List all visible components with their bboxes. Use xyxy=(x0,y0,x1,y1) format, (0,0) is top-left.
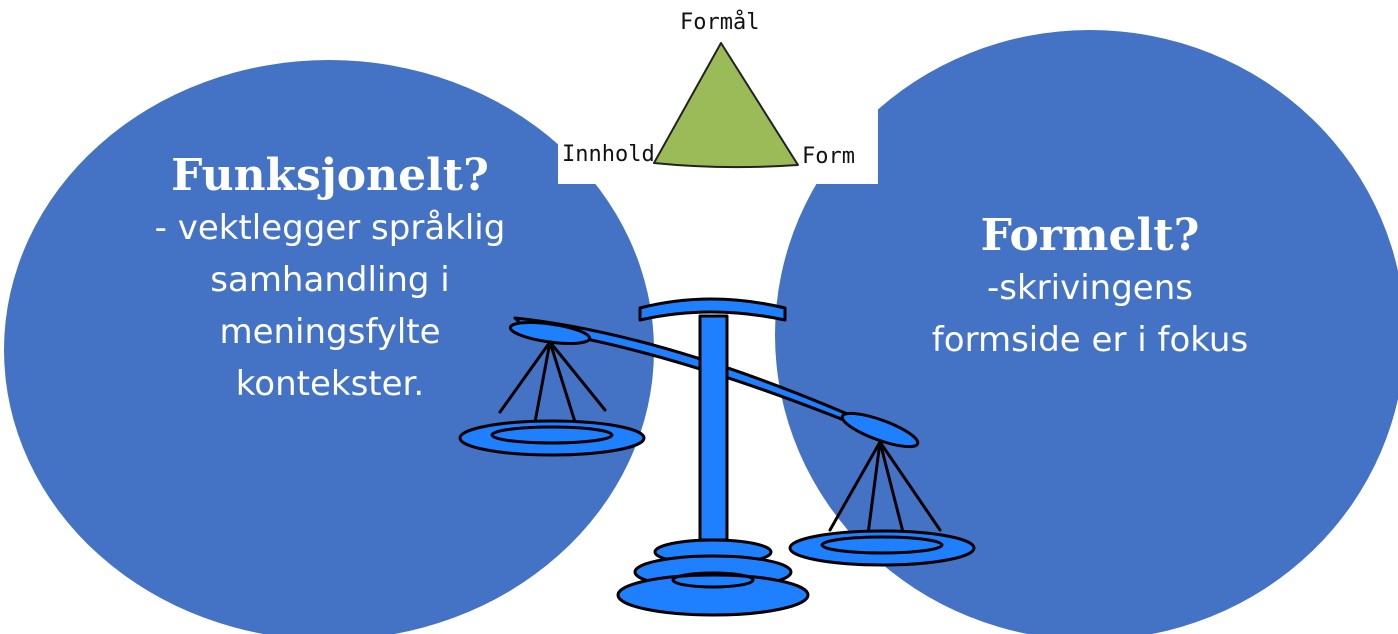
triangle-label-left: Innhold xyxy=(562,142,655,167)
functional-text-block: Funksjonelt? - vektlegger språklig samha… xyxy=(125,150,535,410)
functional-heading: Funksjonelt? xyxy=(171,150,489,201)
functional-line-1: - vektlegger språklig xyxy=(154,208,506,248)
formal-text-block: Formelt? -skrivingens formside er i foku… xyxy=(885,210,1295,366)
triangle-label-top: Formål xyxy=(680,10,760,35)
balance-scale-icon xyxy=(458,297,976,617)
triangle-icon xyxy=(653,42,799,169)
triangle-label-right: Form xyxy=(802,144,855,169)
formal-line-2: formside er i fokus xyxy=(931,320,1249,360)
functional-line-3: meningsfylte xyxy=(219,312,441,352)
functional-line-4: kontekster. xyxy=(235,364,425,404)
formal-heading: Formelt? xyxy=(980,210,1200,261)
formal-line-1: -skrivingens xyxy=(987,268,1193,308)
triangle-diagram: Formål Innhold Form xyxy=(558,0,878,184)
functional-line-2: samhandling i xyxy=(210,260,450,300)
